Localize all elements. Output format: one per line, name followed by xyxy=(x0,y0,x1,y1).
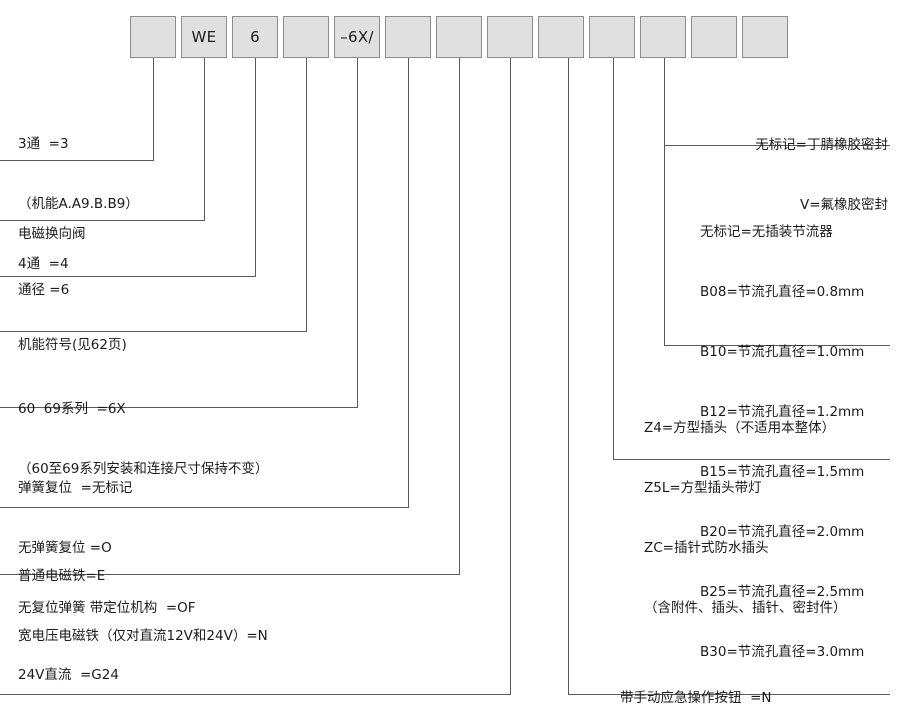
note-symbol: 机能符号(见62页) xyxy=(18,295,127,395)
leader-vline-ways xyxy=(153,58,154,161)
code-box-symbol[interactable] xyxy=(283,16,329,58)
note-connector-line-2: Z5L=方型插头带灯 xyxy=(644,480,762,496)
note-throttle-line-2: B08=节流孔直径=0.8mm xyxy=(700,284,865,300)
note-voltage-line-1: 24V直流 =G24 xyxy=(18,667,119,683)
note-symbol-line-1: 机能符号(见62页) xyxy=(18,337,127,353)
note-throttle-line-7: B25=节流孔直径=2.5mm xyxy=(700,584,865,600)
code-box-voltage[interactable] xyxy=(487,16,533,58)
note-ways-line-1: 3通 =3 xyxy=(18,136,69,152)
note-ways-line-2: （机能A.A9.B.B9） xyxy=(18,196,139,212)
note-throttle-line-5: B15=节流孔直径=1.5mm xyxy=(700,464,865,480)
code-box-ways[interactable] xyxy=(130,16,176,58)
leader-hline-symbol xyxy=(0,331,307,332)
note-connector-line-1: Z4=方型插头（不适用本整体） xyxy=(644,420,836,436)
note-spring-line-3: 无复位弹簧 带定位机构 =OF xyxy=(18,600,196,616)
code-box-throttle[interactable] xyxy=(640,16,686,58)
note-spring-line-1: 弹簧复位 =无标记 xyxy=(18,480,133,496)
note-throttle-line-6: B20=节流孔直径=2.0mm xyxy=(700,524,865,540)
code-box-spare[interactable] xyxy=(742,16,788,58)
code-box-series[interactable]: –6X/ xyxy=(334,16,380,58)
note-ways: 3通 =3 （机能A.A9.B.B9） 4通 =4 xyxy=(18,94,139,314)
note-solenoid-line-2: 宽电压电磁铁（仅对直流12V和24V）=N xyxy=(18,628,268,644)
note-connector-line-3: ZC=插针式防水插头 xyxy=(644,540,769,556)
note-throttle: 无标记=无插装节流器 B08=节流孔直径=0.8mm B10=节流孔直径=1.0… xyxy=(700,182,864,702)
note-connector-line-4: （含附件、插头、插针、密封件） xyxy=(644,600,847,616)
leader-vline-connector xyxy=(613,58,614,460)
note-throttle-line-4: B12=节流孔直径=1.2mm xyxy=(700,404,865,420)
note-ways-line-3: 4通 =4 xyxy=(18,256,69,272)
note-manual-override: 带手动应急操作按钮 =N xyxy=(620,648,772,723)
note-throttle-line-3: B10=节流孔直径=1.0mm xyxy=(700,344,865,360)
code-box-label: 6 xyxy=(250,28,260,46)
leader-vline-throttle xyxy=(664,58,665,346)
note-spring: 弹簧复位 =无标记 无弹簧复位 =O 无复位弹簧 带定位机构 =OF xyxy=(18,438,196,658)
note-size-line-1: 通径 =6 xyxy=(18,282,70,298)
note-voltage: 24V直流 =G24 220V交流.50Hz =W220–50 220V交流本整… xyxy=(18,625,202,723)
leader-hline-manual-override xyxy=(568,694,890,695)
leader-hline-size xyxy=(0,276,256,277)
note-manual-override-line-1: 带手动应急操作按钮 =N xyxy=(620,690,772,706)
leader-hline-valve-type xyxy=(0,220,205,221)
note-seal-line-2: V=氟橡胶密封 xyxy=(799,197,888,213)
leader-hline-ways xyxy=(0,160,154,161)
note-series-line-1: 60 69系列 =6X xyxy=(18,401,126,417)
leader-vline-manual-override xyxy=(568,58,569,695)
code-box-connector[interactable] xyxy=(589,16,635,58)
leader-vline-size xyxy=(255,58,256,277)
note-series-line-2: （60至69系列安装和连接尺寸保持不变） xyxy=(18,461,269,477)
note-spring-line-2: 无弹簧复位 =O xyxy=(18,540,112,556)
code-box-solenoid[interactable] xyxy=(436,16,482,58)
note-throttle-line-8: B30=节流孔直径=3.0mm xyxy=(700,644,865,660)
leader-vline-solenoid xyxy=(459,58,460,575)
leader-vline-valve-type xyxy=(204,58,205,221)
note-seal-line-1: 无标记=丁腈橡胶密封 xyxy=(755,137,888,153)
code-box-label: WE xyxy=(191,28,217,46)
leader-vline-spring xyxy=(408,58,409,508)
note-seal: 无标记=丁腈橡胶密封 V=氟橡胶密封 xyxy=(755,95,888,255)
leader-vline-symbol xyxy=(306,58,307,332)
note-throttle-line-1: 无标记=无插装节流器 xyxy=(700,224,833,240)
code-box-seal[interactable] xyxy=(691,16,737,58)
note-series: 60 69系列 =6X （60至69系列安装和连接尺寸保持不变） xyxy=(18,359,268,519)
leader-vline-voltage xyxy=(510,58,511,695)
code-box-manual-override[interactable] xyxy=(538,16,584,58)
leader-vline-series xyxy=(357,58,358,408)
code-box-size[interactable]: 6 xyxy=(232,16,278,58)
note-valve-type-line-1: 电磁换向阀 xyxy=(18,226,86,242)
note-connector: Z4=方型插头（不适用本整体） Z5L=方型插头带灯 ZC=插针式防水插头 （含… xyxy=(644,378,847,658)
leader-hline-throttle xyxy=(664,345,890,346)
code-box-valve-type[interactable]: WE xyxy=(181,16,227,58)
leader-hline-voltage xyxy=(0,694,511,695)
note-solenoid: 普通电磁铁=E 宽电压电磁铁（仅对直流12V和24V）=N xyxy=(18,526,268,686)
leader-hline-solenoid xyxy=(0,574,460,575)
leader-hline-spring xyxy=(0,507,409,508)
leader-hline-series xyxy=(0,407,358,408)
leader-hline-connector xyxy=(613,459,890,460)
note-valve-type: 电磁换向阀 xyxy=(18,184,86,284)
note-size: 通径 =6 xyxy=(18,240,69,340)
note-solenoid-line-1: 普通电磁铁=E xyxy=(18,568,106,584)
code-box-label: –6X/ xyxy=(340,28,374,46)
code-box-spring[interactable] xyxy=(385,16,431,58)
leader-hline-seal xyxy=(664,145,890,146)
